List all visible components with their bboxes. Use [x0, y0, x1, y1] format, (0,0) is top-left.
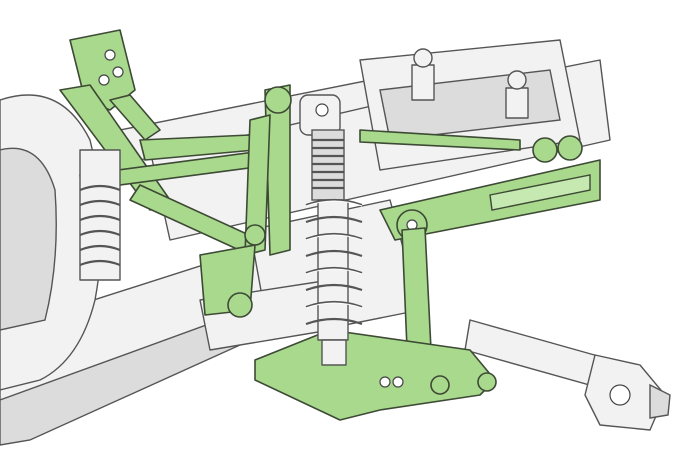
- gearbox: [0, 94, 103, 391]
- shock-main: [299, 94, 363, 366]
- shock-left: [79, 149, 121, 281]
- drive-shaft: [464, 319, 671, 431]
- body-post-clips: [411, 48, 529, 119]
- suspension-arms: [59, 29, 601, 421]
